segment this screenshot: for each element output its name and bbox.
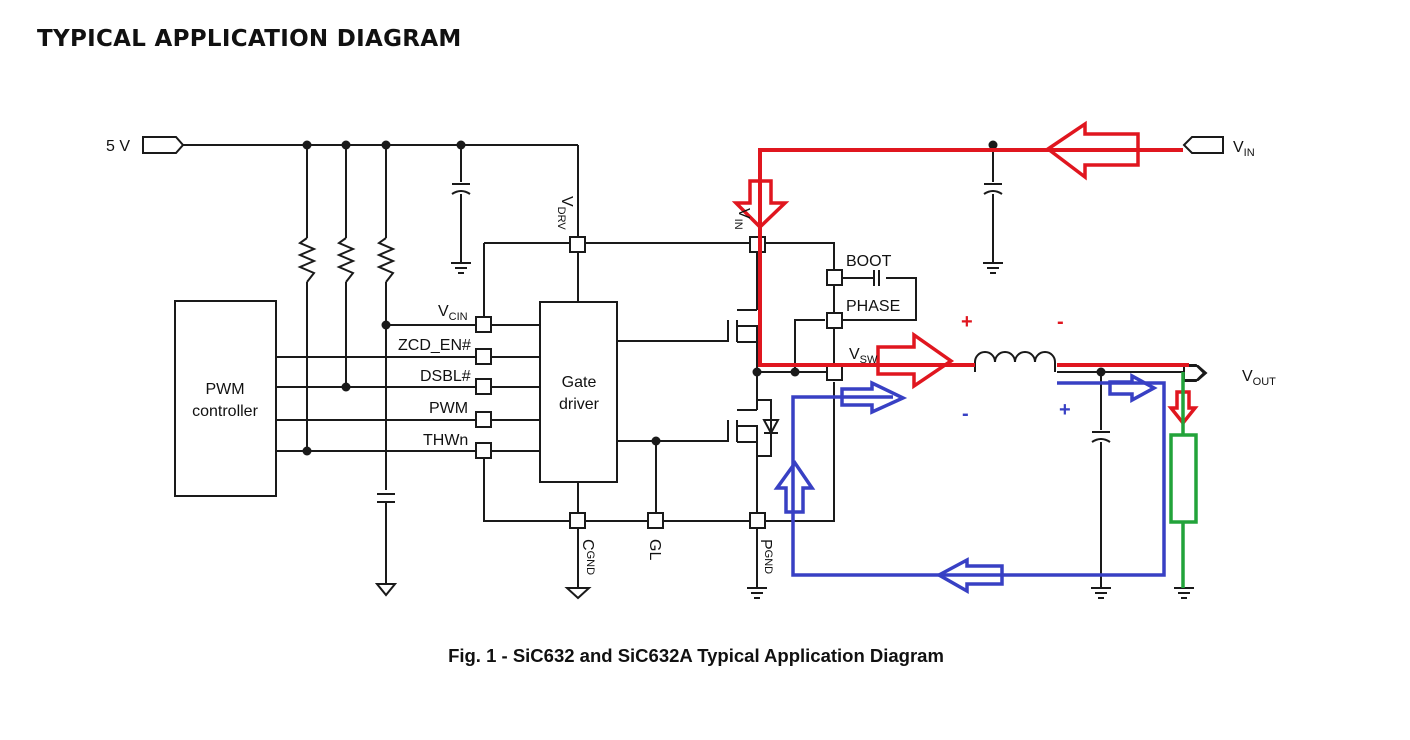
schematic-wiring [183,144,1183,588]
pwm-controller-label-1: PWM [205,381,244,398]
inductor-symbol [974,351,1056,372]
junction-dots [302,140,1106,456]
pullup-resistors [297,237,396,283]
thwn-label: THWn [423,432,468,449]
gate-driver-label-1: Gate [562,374,597,391]
vin-pin-label: VIN [732,208,752,230]
figure-caption: Fig. 1 - SiC632 and SiC632A Typical Appl… [448,645,944,666]
inductor-minus-sign: - [1057,311,1064,333]
inductor-plus-sign: + [961,311,973,333]
ground-symbols [374,262,1194,600]
boot-label: BOOT [846,253,892,270]
zcd-en-label: ZCD_EN# [398,337,471,354]
vcin-label: VCIN [438,303,468,323]
5v-connector [142,136,185,154]
pgnd-label: PGND [757,539,774,574]
cgnd-label: CGND [579,539,596,575]
vin-connector [1182,136,1224,154]
freewheel-current-path [773,373,1166,595]
capacitor-symbols [377,183,1111,503]
vsw-label: VSW [849,346,878,366]
pwm-pin-label: PWM [429,400,468,417]
pwm-controller-block [174,300,277,497]
gl-label: GL [646,539,663,560]
ic-pins [475,236,843,529]
charge-current-path [731,120,1199,426]
page-heading: TYPICAL APPLICATION DIAGRAM [37,26,462,52]
freewheel-minus-sign: - [962,403,969,425]
5v-label: 5 V [106,138,130,155]
load-resistor [1169,372,1198,588]
phase-label: PHASE [846,298,900,315]
vin-label: VIN [1233,139,1255,159]
pwm-controller-label-2: controller [192,403,258,420]
vdrv-label: VDRV [555,196,575,230]
gate-driver-block [539,301,618,483]
dsbl-label: DSBL# [420,368,471,385]
gate-driver-label-2: driver [559,396,600,413]
vout-label: VOUT [1242,368,1276,388]
freewheel-plus-sign: + [1059,399,1071,421]
